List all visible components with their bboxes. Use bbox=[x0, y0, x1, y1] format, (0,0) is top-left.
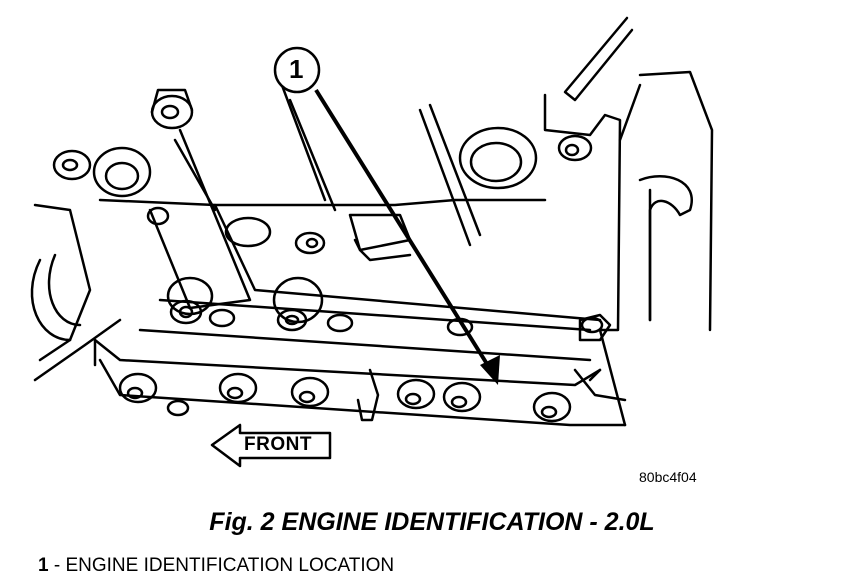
front-arrow bbox=[210, 423, 332, 468]
legend-number: 1 bbox=[38, 555, 49, 576]
callout-number: 1 bbox=[289, 54, 304, 84]
legend-separator: - bbox=[48, 555, 66, 576]
figure-caption: Fig. 2 ENGINE IDENTIFICATION - 2.0L bbox=[209, 508, 655, 536]
legend-item: 1 - ENGINE IDENTIFICATION LOCATION bbox=[38, 555, 394, 577]
leader-line bbox=[314, 88, 494, 374]
image-code-label: 80bc4f04 bbox=[639, 469, 697, 485]
front-label: FRONT bbox=[244, 434, 312, 455]
engine-block-illustration bbox=[30, 16, 714, 468]
leader-arrowhead bbox=[480, 355, 500, 385]
callout-circle bbox=[273, 46, 321, 94]
legend-text: ENGINE IDENTIFICATION LOCATION bbox=[65, 555, 395, 576]
